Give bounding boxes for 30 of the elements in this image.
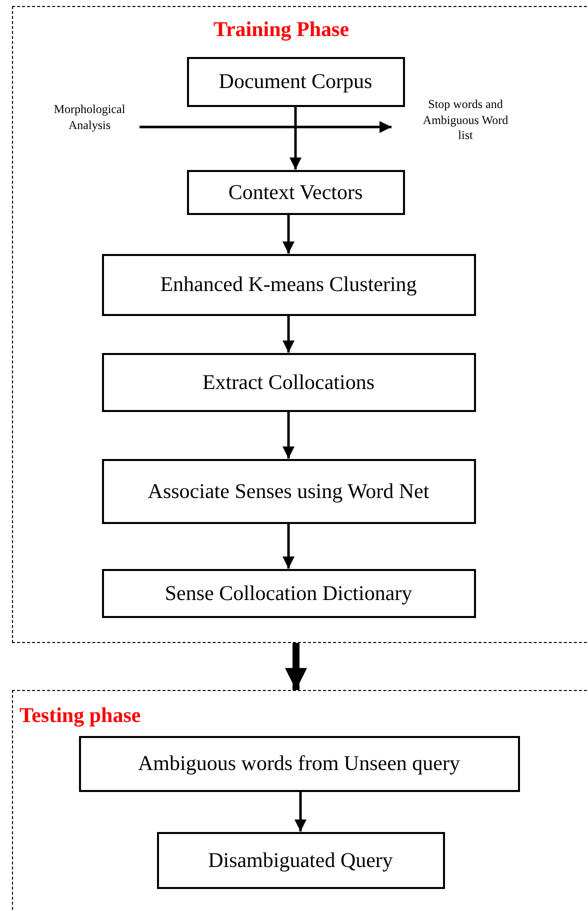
arrow — [290, 106, 302, 170]
process-box — [102, 254, 476, 316]
process-box — [78, 736, 520, 792]
box-label: Disambiguated Query — [208, 848, 393, 872]
group-title: Testing phase — [20, 702, 141, 728]
arrow — [285, 643, 307, 690]
arrow — [282, 524, 294, 568]
box-label: Enhanced K-means Clustering — [160, 272, 417, 297]
box-label: Associate Senses using Word Net — [148, 478, 430, 504]
process-box — [102, 568, 476, 618]
text-label: Stop words and Ambiguous Word list — [422, 97, 510, 144]
text-label: Morphological Analysis — [52, 102, 126, 134]
arrow — [140, 121, 392, 133]
arrow — [282, 412, 294, 458]
arrow — [282, 214, 294, 254]
box-label: Extract Collocations — [202, 370, 375, 394]
arrow — [294, 792, 306, 832]
dashed-group-frame — [12, 6, 588, 643]
dashed-group-frame — [12, 690, 588, 911]
group-title: Training Phase — [214, 16, 350, 42]
box-label: Sense Collocation Dictionary — [164, 580, 412, 606]
box-label: Document Corpus — [218, 69, 372, 94]
process-box — [186, 170, 404, 214]
box-label: Ambiguous words from Unseen query — [138, 751, 460, 776]
arrow — [282, 316, 294, 352]
process-box — [102, 458, 476, 524]
box-label: Context Vectors — [228, 180, 363, 204]
process-box — [186, 56, 404, 106]
process-box — [102, 352, 476, 412]
process-box — [156, 832, 444, 888]
